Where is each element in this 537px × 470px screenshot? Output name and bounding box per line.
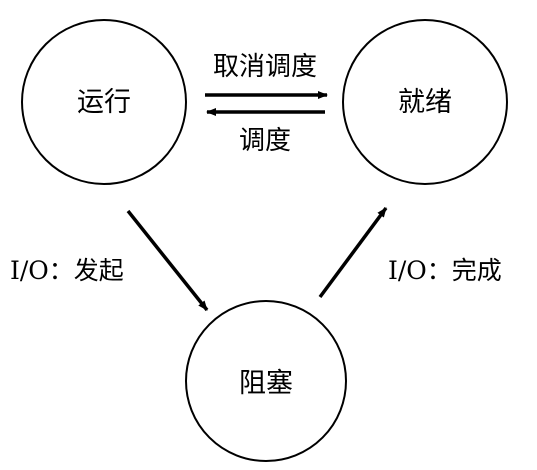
edge-deschedule: 取消调度 <box>205 52 328 99</box>
state-ready-label: 就绪 <box>398 87 452 118</box>
state-blocked-circle <box>185 300 347 462</box>
io-start-arrow <box>126 209 209 312</box>
io-start-label: I/O：发起 <box>10 256 124 285</box>
deschedule-label: 取消调度 <box>213 52 317 82</box>
edge-io-start: I/O：发起 <box>10 209 209 312</box>
state-ready: 就绪 <box>342 19 508 185</box>
io-done-arrow <box>318 206 388 299</box>
state-ready-circle <box>342 19 508 185</box>
edge-schedule: 调度 <box>206 108 325 156</box>
state-running-label: 运行 <box>77 87 131 118</box>
state-running-circle <box>21 19 187 185</box>
state-blocked-label: 阻塞 <box>239 368 293 399</box>
state-blocked: 阻塞 <box>185 300 347 462</box>
edge-io-done: I/O：完成 <box>318 206 502 299</box>
state-running: 运行 <box>21 19 187 185</box>
schedule-label: 调度 <box>239 126 291 156</box>
io-done-label: I/O：完成 <box>388 256 502 285</box>
